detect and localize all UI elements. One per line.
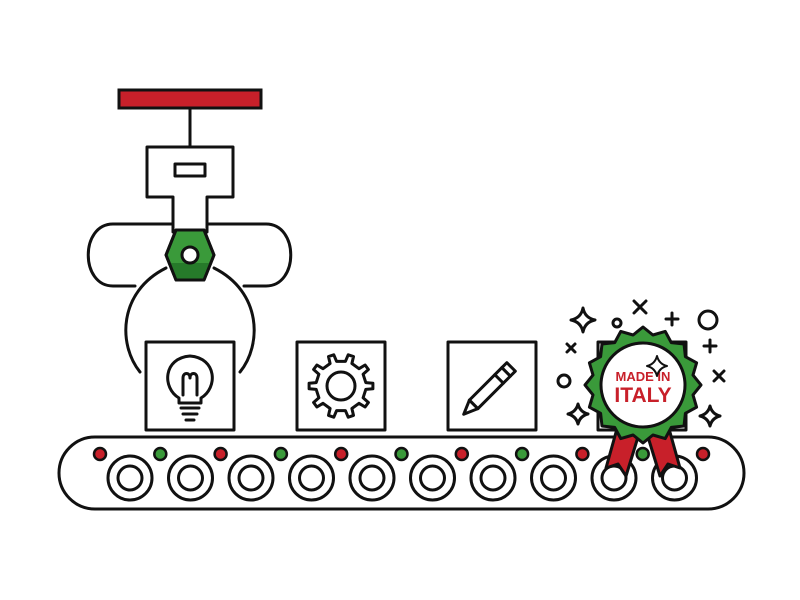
sparkle-cross-icon <box>712 369 726 383</box>
badge-line2: ITALY <box>614 384 671 407</box>
sparkle-cross-icon <box>632 299 648 315</box>
sparkles <box>556 299 726 428</box>
belt-roller <box>469 454 517 502</box>
belt-indicator-light <box>454 446 470 462</box>
lightbulb-box <box>144 340 236 432</box>
belt-indicator-light <box>333 446 349 462</box>
belt-roller <box>227 454 275 502</box>
made-in-italy-badge: MADE IN ITALY <box>583 325 703 478</box>
ceiling-rail <box>117 88 263 110</box>
belt-indicator-light <box>213 446 228 462</box>
sparkle-star-icon <box>698 404 722 428</box>
sparkle-star-icon <box>566 402 590 426</box>
claw-body <box>145 145 235 234</box>
badge-sparkle-icon <box>646 355 668 377</box>
belt-roller <box>409 454 456 502</box>
claw-left-arm <box>86 222 174 288</box>
pencil-icon <box>462 361 517 416</box>
sparkle-cross-icon <box>565 342 577 354</box>
sparkle-circle-icon <box>697 309 719 331</box>
belt-indicator-light <box>575 446 590 462</box>
belt-roller <box>167 454 214 502</box>
pencil-box <box>446 340 538 432</box>
gear-box <box>295 340 387 432</box>
sparkle-plus-icon <box>664 311 680 327</box>
sparkle-circle-icon <box>611 317 623 329</box>
belt-indicator-light <box>153 446 168 462</box>
claw-left-pincer <box>124 266 168 374</box>
belt-indicator-light <box>695 446 711 462</box>
belt-roller <box>348 454 396 502</box>
belt-indicator-light <box>92 446 108 462</box>
lightbulb-icon <box>166 354 214 422</box>
sparkle-plus-icon <box>702 338 718 354</box>
conveyor-belt <box>57 435 746 511</box>
sparkle-circle-icon <box>556 373 572 389</box>
claw-coupling <box>173 162 207 178</box>
belt-indicator-light <box>273 446 289 462</box>
belt-roller <box>288 454 335 502</box>
badge-line1: MADE IN <box>616 369 671 384</box>
gear-icon <box>307 353 375 419</box>
belt-indicator-light <box>635 446 650 462</box>
belt-roller <box>530 454 577 502</box>
belt-indicator-light <box>514 446 530 462</box>
belt-roller <box>106 454 154 502</box>
claw-right-pincer <box>212 266 256 374</box>
claw-right-arm <box>206 222 293 288</box>
sparkle-star-icon <box>569 306 597 334</box>
robotic-claw <box>86 88 293 374</box>
belt-indicator-light <box>394 446 409 462</box>
